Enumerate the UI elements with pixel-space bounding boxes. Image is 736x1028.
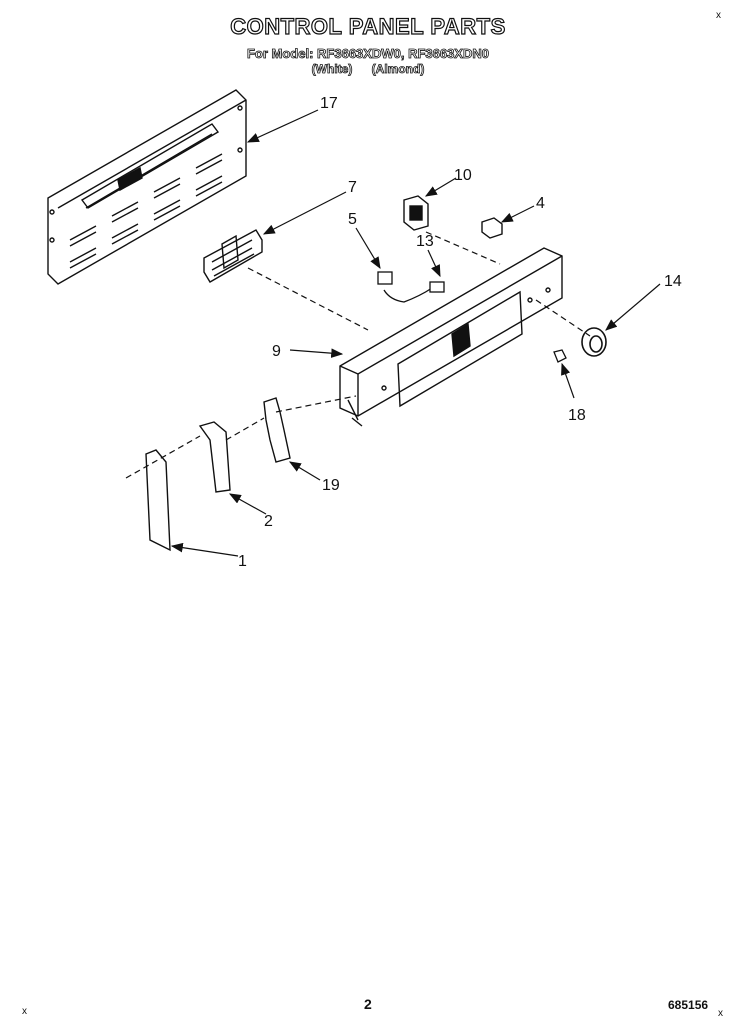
- callout-9: 9: [272, 343, 281, 360]
- callout-2: 2: [264, 513, 273, 530]
- callout-13: 13: [416, 233, 434, 250]
- document-code: 685156: [668, 998, 709, 1012]
- callout-5: 5: [348, 211, 357, 228]
- part-1-end-trim: [145, 449, 171, 552]
- assembly-lines: [125, 231, 591, 479]
- variant-almond: (Almond): [371, 62, 425, 77]
- part-13-harness: [429, 281, 445, 293]
- part-9-control-panel: [339, 247, 563, 427]
- corner-mark-bottom-right: x: [718, 1008, 723, 1019]
- callout-19: 19: [322, 477, 340, 494]
- part-17-rear-panel: [47, 89, 247, 285]
- part-4-button: [481, 217, 503, 239]
- callout-1: 1: [238, 553, 247, 570]
- callout-14: 14: [664, 273, 682, 290]
- part-2-end-cap: [198, 421, 231, 493]
- part-10-switch: [403, 195, 429, 231]
- corner-mark-top-right: x: [716, 10, 721, 21]
- color-variants: (White) (Almond): [0, 62, 736, 77]
- callout-18: 18: [568, 407, 586, 424]
- part-5-socket: [377, 271, 433, 303]
- part-19-bracket: [263, 397, 291, 463]
- callout-4: 4: [536, 195, 545, 212]
- part-18-screw: [553, 349, 567, 363]
- part-7-timer-module: [203, 229, 263, 283]
- leader-arrows: [170, 109, 661, 557]
- page-title: CONTROL PANEL PARTS: [230, 13, 506, 39]
- callout-10: 10: [454, 167, 472, 184]
- variant-white: (White): [311, 62, 353, 77]
- part-14-knob: [581, 327, 607, 357]
- page-number: 2: [364, 996, 372, 1012]
- corner-mark-bottom-left: x: [22, 1006, 27, 1017]
- callout-7: 7: [348, 179, 357, 196]
- callout-17: 17: [320, 95, 338, 112]
- model-line: For Model: RF3663XDW0, RF3663XDN0: [246, 46, 490, 62]
